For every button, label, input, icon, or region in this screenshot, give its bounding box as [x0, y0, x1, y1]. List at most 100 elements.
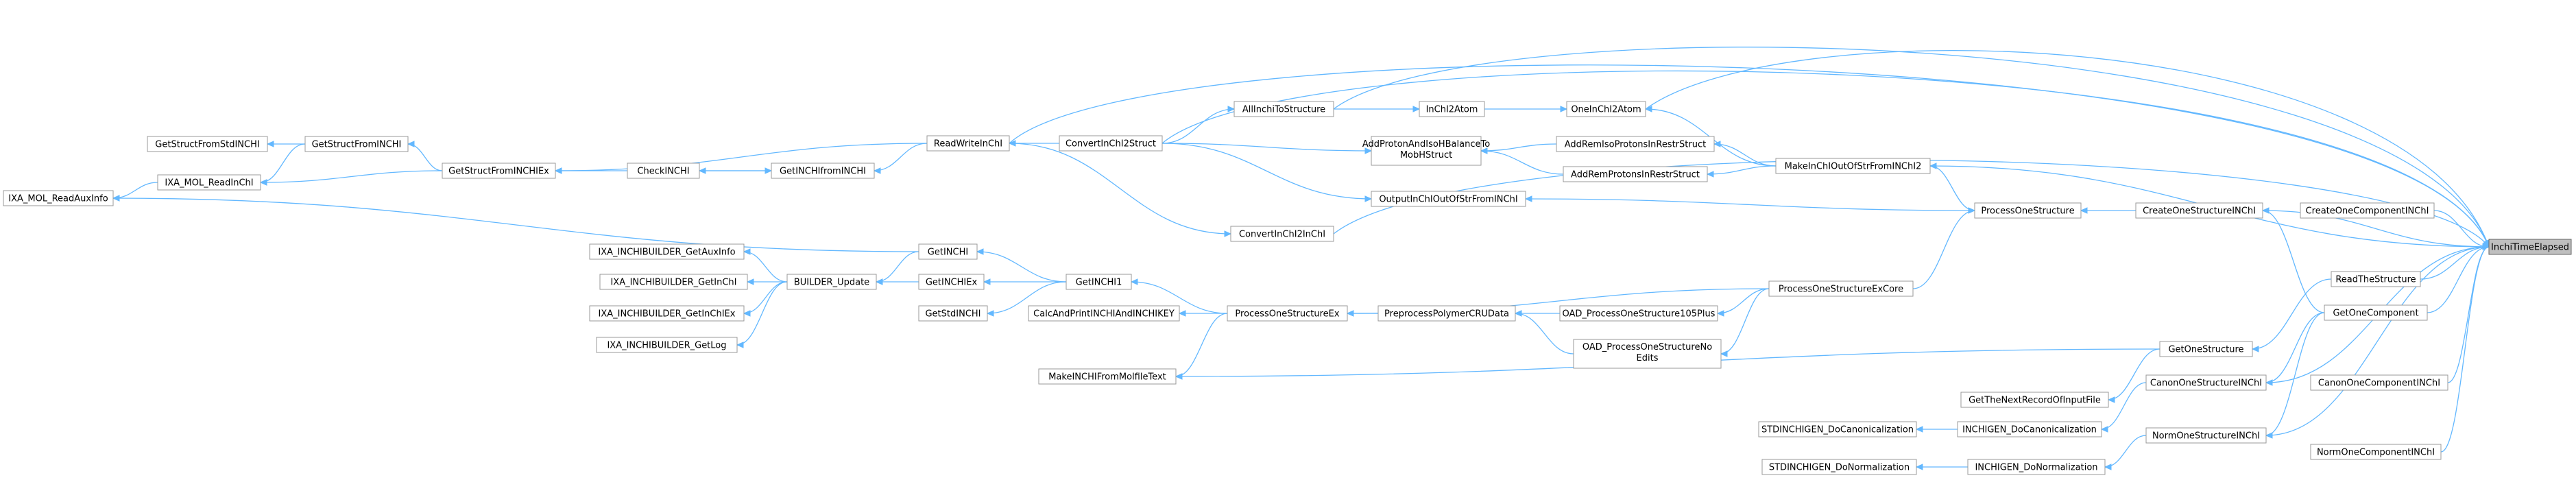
node-box[interactable] — [1028, 305, 1180, 322]
node-box[interactable] — [157, 174, 261, 191]
node-get_std_inchi[interactable]: GetStdINCHI — [918, 305, 988, 322]
node-add_rem_iso_protons[interactable]: AddRemIsoProtonsInRestrStruct — [1556, 136, 1715, 152]
node-convert_inchi2inchi[interactable]: ConvertInChI2InChI — [1230, 226, 1334, 242]
node-output_inchi_out_of_str[interactable]: OutputInChIOutOfStrFromINChI — [1371, 191, 1526, 207]
node-box[interactable] — [1377, 305, 1516, 322]
node-box[interactable] — [2310, 374, 2448, 391]
node-box[interactable] — [1967, 459, 2106, 475]
node-box[interactable] — [771, 163, 875, 179]
node-get_inchi1[interactable]: GetINCHI1 — [1066, 274, 1132, 290]
node-process_one_structure_ex_core[interactable]: ProcessOneStructureExCore — [1768, 280, 1914, 297]
node-box[interactable] — [918, 274, 985, 290]
node-make_inchi_out_of_str[interactable]: MakeInChIOutOfStrFromINChI2 — [1775, 158, 1931, 174]
node-box[interactable] — [1066, 274, 1132, 290]
node-check_inchi[interactable]: CheckINCHI — [627, 163, 700, 179]
node-box[interactable] — [2488, 239, 2572, 255]
node-get_inchi_from_inchi[interactable]: GetINCHIfromINCHI — [771, 163, 875, 179]
node-create_one_component_inchi[interactable]: CreateOneComponentINChI — [2300, 202, 2435, 219]
node-box[interactable] — [1758, 421, 1917, 437]
node-ixa_builder_get_inchi[interactable]: IXA_INCHIBUILDER_GetInChI — [599, 274, 748, 290]
node-oad_105plus[interactable]: OAD_ProcessOneStructure105Plus — [1559, 305, 1718, 322]
node-all_inchi_to_structure[interactable]: AllInchiToStructure — [1233, 101, 1334, 117]
node-box[interactable] — [1233, 101, 1334, 117]
node-box[interactable] — [1775, 158, 1931, 174]
node-box[interactable] — [2159, 341, 2253, 357]
node-box[interactable] — [2300, 202, 2435, 219]
node-box[interactable] — [2331, 271, 2421, 287]
node-box[interactable] — [1371, 136, 1482, 166]
node-get_inchi[interactable]: GetINCHI — [918, 243, 978, 260]
node-box[interactable] — [1768, 280, 1914, 297]
node-canon_one_structure_inchi[interactable]: CanonOneStructureINChI — [2145, 374, 2267, 391]
node-box[interactable] — [786, 274, 877, 290]
node-box[interactable] — [2310, 444, 2442, 460]
node-box[interactable] — [1957, 421, 2102, 437]
node-builder_update[interactable]: BUILDER_Update — [786, 274, 877, 290]
node-box[interactable] — [599, 274, 748, 290]
node-norm_one_component_inchi[interactable]: NormOneComponentINChI — [2310, 444, 2442, 460]
node-ixa_builder_get_aux_info[interactable]: IXA_INCHIBUILDER_GetAuxInfo — [589, 243, 745, 260]
node-box[interactable] — [3, 190, 114, 206]
node-box[interactable] — [1419, 101, 1485, 117]
node-box[interactable] — [2135, 202, 2263, 219]
node-preprocess_polymer[interactable]: PreprocessPolymerCRUData — [1377, 305, 1516, 322]
node-get_inchi_ex[interactable]: GetINCHIEx — [918, 274, 985, 290]
node-process_one_structure_ex[interactable]: ProcessOneStructureEx — [1227, 305, 1348, 322]
node-box[interactable] — [1761, 459, 1917, 475]
node-ixa_builder_get_log[interactable]: IXA_INCHIBUILDER_GetLog — [596, 337, 738, 353]
node-get_one_component[interactable]: GetOneComponent — [2324, 304, 2428, 321]
node-box[interactable] — [627, 163, 700, 179]
node-read_write_inchi[interactable]: ReadWriteInChI — [926, 135, 1010, 152]
node-get_struct_from_inchi[interactable]: GetStructFromINCHI — [304, 136, 409, 152]
node-box[interactable] — [2324, 304, 2428, 321]
node-get_one_structure[interactable]: GetOneStructure — [2159, 341, 2253, 357]
node-get_struct_from_inchi_ex[interactable]: GetStructFromINCHIEx — [442, 163, 556, 179]
node-box[interactable] — [442, 163, 556, 179]
node-inchigen_do_norm[interactable]: INCHIGEN_DoNormalization — [1967, 459, 2106, 475]
node-add_rem_protons[interactable]: AddRemProtonsInRestrStruct — [1563, 166, 1708, 182]
node-make_inchi_from_molfile[interactable]: MakeINCHIFromMolfileText — [1038, 368, 1177, 385]
node-inchi_time_elapsed[interactable]: InchiTimeElapsed — [2488, 239, 2572, 255]
node-box[interactable] — [147, 136, 268, 152]
node-stdinchigen_do_canon[interactable]: STDINCHIGEN_DoCanonicalization — [1758, 421, 1917, 437]
node-stdinchigen_do_norm[interactable]: STDINCHIGEN_DoNormalization — [1761, 459, 1917, 475]
node-box[interactable] — [304, 136, 409, 152]
node-inchi2atom[interactable]: InChI2Atom — [1419, 101, 1485, 117]
node-convert_inchi2struct[interactable]: ConvertInChI2Struct — [1059, 135, 1163, 152]
node-ixa_mol_read_aux_info[interactable]: IXA_MOL_ReadAuxInfo — [3, 190, 114, 206]
node-box[interactable] — [918, 305, 988, 322]
node-ixa_builder_get_inchi_ex[interactable]: IXA_INCHIBUILDER_GetInChIEx — [589, 305, 745, 322]
node-read_the_structure[interactable]: ReadTheStructure — [2331, 271, 2421, 287]
node-box[interactable] — [589, 305, 745, 322]
node-box[interactable] — [2145, 374, 2267, 391]
node-box[interactable] — [589, 243, 745, 260]
node-box[interactable] — [1230, 226, 1334, 242]
node-box[interactable] — [1974, 202, 2082, 219]
node-box[interactable] — [1573, 339, 1722, 369]
node-box[interactable] — [1556, 136, 1715, 152]
node-canon_one_component_inchi[interactable]: CanonOneComponentINChI — [2310, 374, 2448, 391]
node-one_inchi2atom[interactable]: OneInChI2Atom — [1566, 101, 1646, 117]
node-box[interactable] — [926, 135, 1010, 152]
node-create_one_structure_inchi[interactable]: CreateOneStructureINChI — [2135, 202, 2263, 219]
node-box[interactable] — [1566, 101, 1646, 117]
node-norm_one_structure_inchi[interactable]: NormOneStructureINChI — [2145, 427, 2267, 444]
node-box[interactable] — [1960, 392, 2109, 408]
node-process_one_structure[interactable]: ProcessOneStructure — [1974, 202, 2082, 219]
node-calc_and_print[interactable]: CalcAndPrintINCHIAndINCHIKEY — [1028, 305, 1180, 322]
node-get_struct_from_std_inchi[interactable]: GetStructFromStdINCHI — [147, 136, 268, 152]
node-inchigen_do_canon[interactable]: INCHIGEN_DoCanonicalization — [1957, 421, 2102, 437]
node-box[interactable] — [1371, 191, 1526, 207]
node-ixa_mol_read_inchi[interactable]: IXA_MOL_ReadInChI — [157, 174, 261, 191]
node-box[interactable] — [1227, 305, 1348, 322]
node-box[interactable] — [918, 243, 978, 260]
node-box[interactable] — [1059, 135, 1163, 152]
node-box[interactable] — [1563, 166, 1708, 182]
node-get_next_record[interactable]: GetTheNextRecordOfInputFile — [1960, 392, 2109, 408]
node-box[interactable] — [2145, 427, 2267, 444]
node-box[interactable] — [1038, 368, 1177, 385]
node-box[interactable] — [1559, 305, 1718, 322]
node-box[interactable] — [596, 337, 738, 353]
